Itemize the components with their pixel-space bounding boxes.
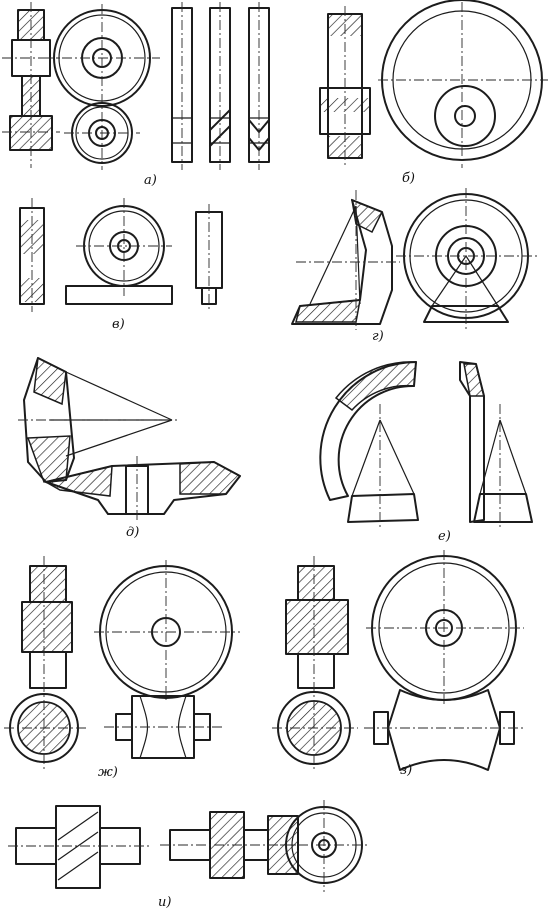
globoid-worm-front [364, 689, 524, 771]
internal-gear-front-view [378, 0, 548, 168]
figure-e-bevel-segment: е) [319, 361, 533, 544]
spur-gear-side-section [2, 2, 60, 168]
gear-block-section [160, 811, 300, 879]
label-z: з) [400, 763, 412, 778]
label-e: е) [438, 529, 451, 544]
figure-i-shaft-gears: и) [8, 800, 370, 910]
figure-v-rack-and-pinion: в) [19, 198, 223, 332]
globoid-wheel-front [366, 550, 524, 704]
label-zh: ж) [98, 765, 118, 780]
worm-wheel-section [4, 556, 86, 770]
figure-b-internal-gear: б) [319, 0, 548, 186]
bevel-pair-section [291, 190, 400, 330]
figure-zh-worm-gear: ж) [4, 556, 240, 780]
helical-gear-on-shaft [8, 805, 150, 889]
gear-end-view [280, 800, 370, 892]
label-a: а) [144, 173, 157, 188]
worm-wheel-front [94, 560, 240, 700]
label-v: в) [112, 317, 125, 332]
label-d: д) [126, 525, 139, 540]
rack-side-view [195, 204, 223, 310]
pinion-front-view [64, 102, 140, 164]
rack-pinion-section [19, 198, 45, 312]
label-i: и) [158, 895, 171, 910]
tooth-form-views [171, 2, 270, 170]
internal-gear-section [319, 6, 371, 168]
figure-d-bevel-gear: д) [18, 356, 242, 540]
pinion-on-rack-front [65, 198, 173, 305]
figure-g-bevel-gear-pair: г) [291, 188, 540, 344]
globoid-wheel-section [272, 556, 358, 772]
figure-a-spur-gear-pair: а) [2, 2, 270, 188]
bevel-segment-side [459, 361, 533, 530]
figure-z-globoid-worm-gear: з) [272, 550, 524, 778]
bevel-gear-front-view [396, 188, 540, 330]
worm-front [104, 695, 222, 759]
label-g: г) [372, 329, 384, 344]
label-b: б) [402, 171, 415, 186]
spur-gear-front-view [44, 4, 160, 170]
